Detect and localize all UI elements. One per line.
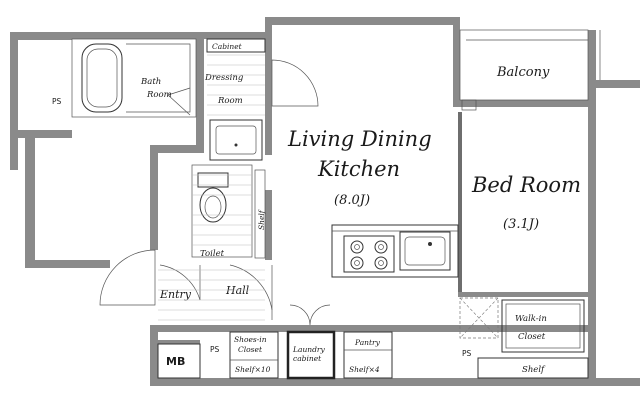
laundry-label-line2: cabinet [293,354,322,363]
balcony-area: Balcony [459,29,601,101]
storage-row: MB PS Shoes-in Closet Shelf×10 Laundry c… [157,304,393,380]
bath-room: Bath Room PS [52,38,197,118]
walkin-label-line1: Walk-in [515,314,547,324]
ps-mid-label: PS [210,345,220,354]
balcony-label: Balcony [496,65,550,80]
bath-label-line1: Bath [140,77,161,87]
dressing-label-line1: Dressing [204,73,244,83]
shelf-vertical-label: Shelf [257,209,266,230]
walls [10,17,640,386]
entry-label: Entry [159,288,192,301]
mb-label: MB [166,355,185,368]
shelf-x4-label: Shelf×4 [349,365,380,374]
ps-left-label: PS [52,97,62,106]
toilet-label: Toilet [200,249,225,259]
shelf-bottom-label: Shelf [522,365,546,375]
dressing-label-line2: Room [217,96,243,106]
bed-room: Bed Room (3.1J) Walk-in Closet PS Shelf [459,99,589,379]
bath-label-line2: Room [146,90,172,100]
walkin-label-line2: Closet [518,332,546,342]
laundry-label-line1: Laundry [292,345,325,354]
bed-size-label: (3.1J) [503,217,539,232]
ldk-label-line1: Living Dining [287,127,432,151]
ps-right-label: PS [462,349,472,358]
shoes-label-line2: Closet [238,345,263,354]
pantry-label: Pantry [354,338,381,347]
ldk-label-line2: Kitchen [317,157,400,181]
ldk-room: Living Dining Kitchen (8.0J) [287,127,459,278]
shoes-label-line1: Shoes-in [234,335,267,344]
dressing-room: Cabinet Dressing Room [204,38,319,161]
cabinet-label: Cabinet [212,42,243,51]
hall-label: Hall [225,284,250,297]
shelf-x10-label: Shelf×10 [235,365,271,374]
entry-hall: Entry Hall [99,249,273,321]
toilet-room: Shelf Toilet [191,164,266,259]
ldk-size-label: (8.0J) [334,193,370,208]
bed-label-line1: Bed Room [471,173,581,197]
